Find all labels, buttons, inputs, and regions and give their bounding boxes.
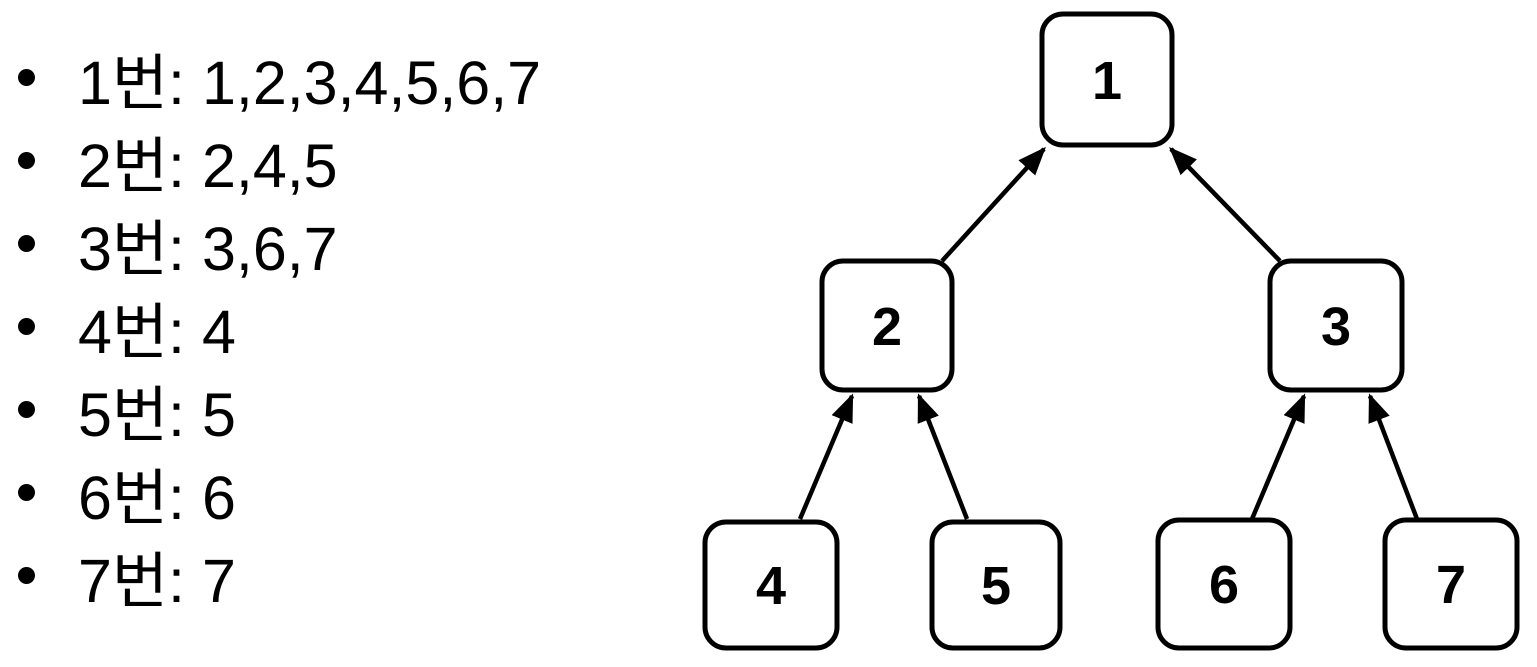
node-label: 6 [1209,555,1239,615]
edge-arrow-7-to-3 [1367,393,1420,520]
tree-node-2: 2 [819,258,955,393]
node-box [1155,517,1293,651]
list-item: 5번: 5 [16,368,541,451]
list-item-label: 7번: 7 [78,547,236,615]
tree-node-3: 3 [1267,258,1405,393]
list-item-label: 1번: 1,2,3,4,5,6,7 [78,49,542,117]
node-box [819,258,955,393]
node-box [929,519,1063,651]
tree-node-5: 5 [929,519,1063,651]
tree-node-1: 1 [1039,11,1175,148]
tree-node-4: 4 [702,519,840,651]
edge-arrow-4-to-2 [797,393,855,520]
list-item: 2번: 2,4,5 [16,119,541,202]
bullet-icon [18,152,35,169]
node-label: 2 [872,297,902,357]
list-item-label: 6번: 6 [78,464,236,532]
edge-arrow-5-to-2 [916,393,970,520]
edge-arrow-6-to-3 [1249,393,1307,520]
node-label: 7 [1436,555,1466,615]
subtree-list: 1번: 1,2,3,4,5,6,7 2번: 2,4,5 3번: 3,6,7 4번… [16,36,541,617]
list-item: 1번: 1,2,3,4,5,6,7 [16,36,541,119]
node-label: 3 [1321,297,1351,357]
list-item-label: 4번: 4 [78,298,236,366]
node-label: 5 [981,556,1011,616]
bullet-icon [18,69,35,86]
edge-arrow-2-to-1 [940,146,1046,263]
node-label: 4 [756,556,786,616]
list-item-label: 5번: 5 [78,381,236,449]
tree-node-6: 6 [1155,517,1293,651]
tree-node-7: 7 [1382,517,1520,651]
tree-diagram: 1 2 3 4 5 6 7 [702,11,1520,651]
list-item-label: 3번: 3,6,7 [78,215,338,283]
node-label: 1 [1092,51,1122,111]
edge-arrow-3-to-1 [1169,146,1282,263]
node-box [702,519,840,651]
node-box [1039,11,1175,148]
list-item: 6번: 6 [16,451,541,534]
list-item-label: 2번: 2,4,5 [78,132,338,200]
bullet-icon [18,484,35,501]
bullet-icon [18,318,35,335]
node-box [1267,258,1405,393]
node-box [1382,517,1520,651]
bullet-icon [18,401,35,418]
list-item: 3번: 3,6,7 [16,202,541,285]
list-item: 7번: 7 [16,534,541,617]
list-item: 4번: 4 [16,285,541,368]
bullet-icon [18,567,35,584]
bullet-icon [18,235,35,252]
